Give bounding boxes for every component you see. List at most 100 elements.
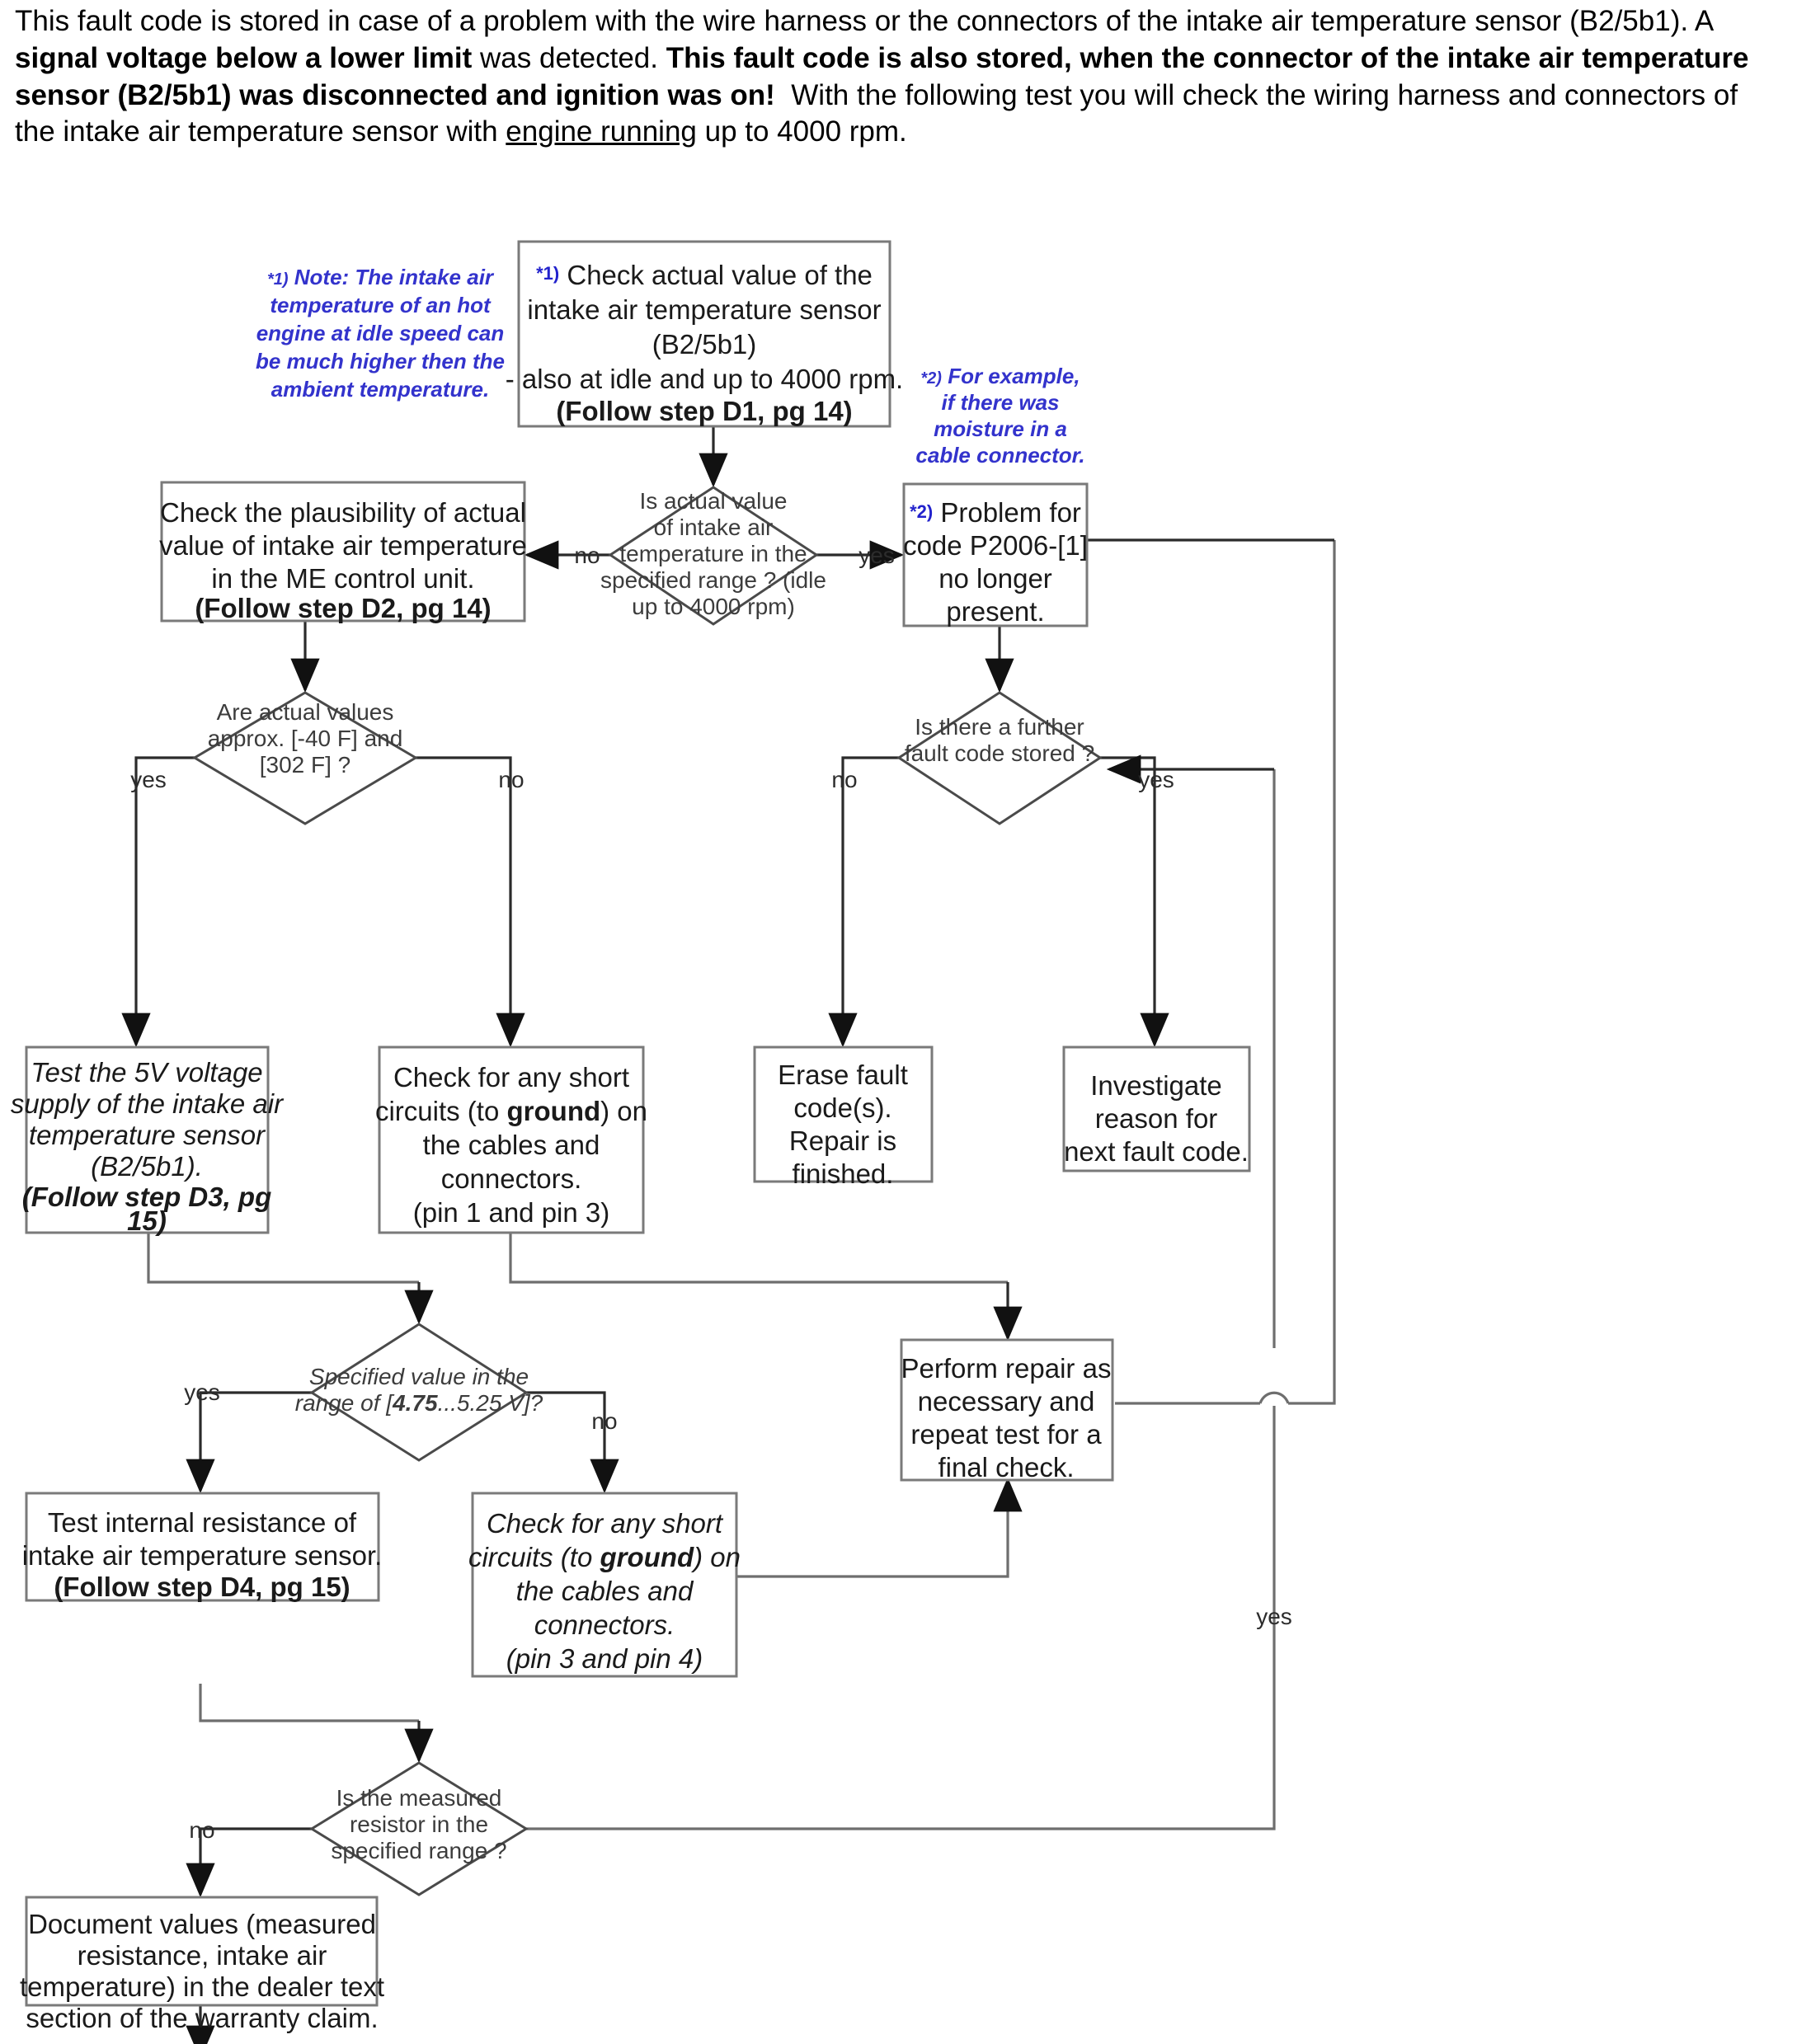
note-2-line-2: moisture in a — [934, 416, 1067, 441]
svg-text:range of [4.75...5.25 V]?: range of [4.75...5.25 V]? — [295, 1390, 543, 1416]
svg-text:(Follow step D3, pg: (Follow step D3, pg — [22, 1182, 272, 1212]
note-1-line-1: temperature of an hot — [270, 293, 492, 317]
label-further-no: no — [831, 767, 857, 792]
svg-text:Specified value in the: Specified value in the — [309, 1364, 529, 1389]
node-short-pin1-pin3[interactable] — [378, 1045, 645, 1234]
edge-repair-hop — [1258, 1391, 1290, 1404]
svg-text:temperature) in the dealer tex: temperature) in the dealer text — [20, 1971, 384, 2002]
edge-further-yes — [1100, 756, 1169, 1048]
edge-spec-no — [526, 1391, 619, 1494]
edge-short13-right — [509, 1233, 1008, 1284]
svg-text:value of intake air temperatur: value of intake air temperature — [159, 530, 527, 561]
node-test-5v[interactable] — [25, 1045, 270, 1234]
svg-text:intake air temperature sensor: intake air temperature sensor — [527, 294, 881, 325]
svg-text:Test the 5V voltage: Test the 5V voltage — [31, 1057, 262, 1088]
svg-text:*1) Check actual value of the: *1) Check actual value of the — [536, 260, 873, 290]
note-2-line-1: if there was — [941, 390, 1059, 415]
svg-text:specified range ? (idle: specified range ? (idle — [600, 567, 826, 593]
node-test-internal-resistance[interactable] — [25, 1492, 380, 1602]
svg-text:Check for any short: Check for any short — [487, 1508, 724, 1539]
svg-text:no longer: no longer — [938, 563, 1052, 594]
decision-further-fault-code[interactable] — [896, 691, 1103, 825]
label-range-yes: yes — [859, 543, 895, 568]
edge-5v-down — [147, 1233, 419, 1284]
node-investigate-reason[interactable] — [1062, 1045, 1251, 1172]
edge-further-no — [828, 756, 899, 1048]
svg-text:resistance, intake air: resistance, intake air — [78, 1940, 327, 1971]
svg-text:Is there a further: Is there a further — [915, 714, 1084, 740]
label-range-no: no — [574, 543, 600, 568]
svg-text:Erase fault: Erase fault — [778, 1060, 908, 1090]
note-1-line-3: be much higher then the — [256, 349, 505, 374]
svg-text:of intake air: of intake air — [654, 515, 774, 540]
svg-text:intake air temperature sensor.: intake air temperature sensor. — [22, 1540, 383, 1571]
svg-text:in the ME control unit.: in the ME control unit. — [211, 563, 474, 594]
svg-text:circuits (to ground) on: circuits (to ground) on — [375, 1096, 647, 1126]
label-further-yes: yes — [1138, 767, 1174, 792]
decision-specified-voltage-range[interactable] — [309, 1323, 529, 1462]
svg-text:15): 15) — [127, 1205, 167, 1236]
note-1-line-4: ambient temperature. — [271, 377, 489, 402]
note-1-line-0: *1) Note: The intake air — [267, 265, 495, 289]
svg-text:Test internal resistance of: Test internal resistance of — [48, 1507, 357, 1538]
node-perform-repair[interactable] — [900, 1338, 1114, 1482]
edge-resistance-down — [199, 1684, 419, 1722]
decision-values-approx[interactable] — [192, 691, 418, 825]
svg-text:the cables and: the cables and — [423, 1130, 600, 1160]
svg-text:circuits (to ground) on: circuits (to ground) on — [468, 1542, 741, 1572]
decision-measured-resistor-range[interactable] — [309, 1761, 529, 1896]
svg-text:resistor in the: resistor in the — [350, 1811, 488, 1837]
label-approx-no: no — [498, 767, 524, 792]
svg-text:(B2/5b1).: (B2/5b1). — [91, 1151, 203, 1182]
svg-text:Document values (measured: Document values (measured — [28, 1909, 376, 1939]
svg-text:next fault code.: next fault code. — [1064, 1136, 1249, 1167]
svg-text:connectors.: connectors. — [441, 1163, 582, 1194]
svg-text:supply of the intake air: supply of the intake air — [11, 1088, 285, 1119]
edge-approx-yes — [121, 756, 195, 1048]
svg-text:Perform repair as: Perform repair as — [901, 1353, 1112, 1384]
svg-text:section of the warranty claim.: section of the warranty claim. — [26, 2003, 378, 2033]
decision-actual-value-in-range[interactable] — [608, 486, 819, 626]
node-short-pin3-pin4[interactable] — [471, 1492, 738, 1678]
svg-text:temperature in the: temperature in the — [619, 541, 807, 566]
svg-text:finished.: finished. — [793, 1158, 894, 1189]
edge-approx-no — [416, 756, 525, 1048]
label-right-return-yes: yes — [1256, 1604, 1292, 1629]
svg-text:Is actual value: Is actual value — [640, 488, 788, 514]
svg-text:specified range ?: specified range ? — [331, 1838, 506, 1863]
svg-text:code(s).: code(s). — [793, 1092, 891, 1123]
svg-text:the cables and: the cables and — [516, 1576, 694, 1606]
svg-text:Are actual values: Are actual values — [217, 699, 394, 725]
edge-measured-yes-return-a — [526, 1406, 1276, 1830]
edge-spec-yes — [186, 1391, 312, 1494]
note-1-line-2: engine at idle speed can — [256, 321, 505, 345]
node-erase-fault-codes[interactable] — [753, 1045, 934, 1183]
svg-text:[302 F] ?: [302 F] ? — [260, 752, 351, 778]
node-problem-no-longer[interactable] — [902, 482, 1089, 627]
svg-text:(Follow step D1, pg 14): (Follow step D1, pg 14) — [556, 396, 852, 426]
node-check-plausibility[interactable] — [160, 481, 526, 623]
label-measured-no: no — [189, 1817, 214, 1843]
svg-text:*2) Problem for: *2) Problem for — [910, 497, 1081, 528]
svg-text:Repair is: Repair is — [789, 1125, 896, 1156]
label-approx-yes: yes — [130, 767, 167, 792]
svg-text:reason for: reason for — [1095, 1103, 1218, 1134]
note-2-line-0: *2) For example, — [920, 364, 1080, 388]
svg-text:up to 4000 rpm): up to 4000 rpm) — [632, 594, 795, 619]
svg-text:necessary and: necessary and — [918, 1386, 1095, 1417]
svg-text:approx. [-40 F] and: approx. [-40 F] and — [208, 726, 403, 751]
svg-text:fault code stored ?: fault code stored ? — [905, 740, 1094, 766]
svg-text:(B2/5b1): (B2/5b1) — [652, 329, 757, 359]
flowchart-canvas: *1) Check actual value of the intake air… — [0, 210, 1797, 2044]
node-check-actual-value[interactable] — [517, 240, 891, 428]
svg-text:Investigate: Investigate — [1090, 1070, 1222, 1101]
intro-paragraph: This fault code is stored in case of a p… — [15, 5, 1749, 148]
svg-text:Check for any short: Check for any short — [393, 1062, 629, 1092]
svg-text:(Follow step D4, pg 15): (Follow step D4, pg 15) — [54, 1572, 350, 1602]
svg-text:connectors.: connectors. — [534, 1609, 675, 1640]
note-2-line-3: cable connector. — [915, 443, 1084, 468]
svg-text:(pin 3 and pin 4): (pin 3 and pin 4) — [506, 1643, 703, 1674]
node-document-values[interactable] — [25, 1896, 379, 2007]
svg-text:temperature sensor: temperature sensor — [29, 1120, 266, 1150]
